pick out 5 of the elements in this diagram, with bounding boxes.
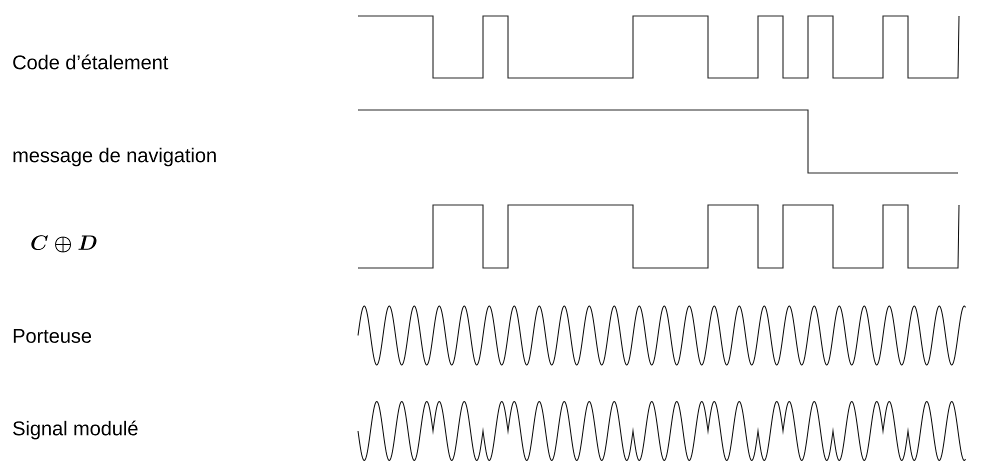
- signal-label: Code d’étalement: [13, 54, 168, 70]
- signal-label: $C \oplus D$: [31, 235, 96, 252]
- signal-label: Signal modulé: [13, 420, 138, 440]
- signal-label: Porteuse: [14, 329, 92, 343]
- signal-label: message de navigation: [14, 148, 216, 166]
